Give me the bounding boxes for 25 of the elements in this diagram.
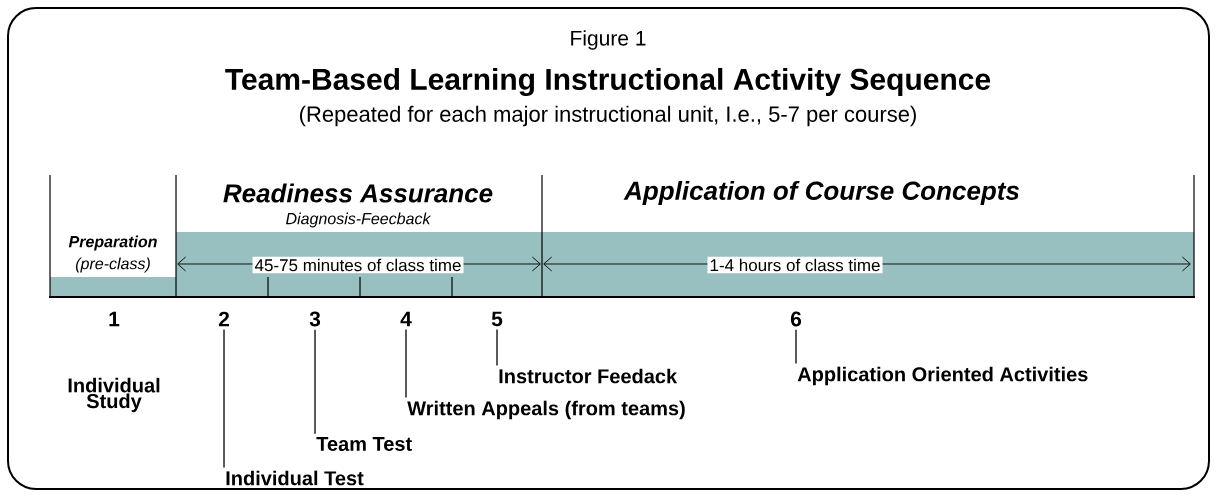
- leader-line: [496, 328, 498, 367]
- figure-label: Figure 1: [571, 30, 646, 50]
- activity-label: Instructor Feedack: [499, 368, 678, 384]
- subtitle: (Repeated for each major instructional unit, I.e., 5-7 per course): [300, 105, 916, 127]
- leader-line: [314, 329, 316, 435]
- step-number: 3: [309, 311, 321, 327]
- activity-label: Team Test: [316, 437, 412, 451]
- activity-label: Individual Study: [68, 377, 160, 413]
- step-number: 1: [109, 311, 120, 327]
- step-number: 2: [218, 311, 229, 327]
- activity-label: Individual Test: [226, 470, 364, 486]
- activity-label: Application Oriented Activities: [797, 366, 1088, 386]
- phase-label: (pre-class): [76, 257, 150, 273]
- leader-line: [223, 328, 225, 469]
- phase-label: Diagnosis-Feecback: [286, 212, 432, 228]
- step-number: 6: [790, 311, 802, 327]
- leader-line: [795, 329, 797, 365]
- leader-line: [405, 328, 407, 399]
- title: Team-Based Learning Instructional Activity Sequence: [225, 67, 991, 97]
- phase-label: Preparation: [68, 235, 157, 251]
- step-number: 4: [400, 311, 412, 327]
- phase-label: Application of Course Concepts: [623, 180, 1019, 206]
- step-number: 5: [491, 311, 503, 327]
- phase-label: Readiness Assurance: [223, 183, 493, 203]
- activity-label: Written Appeals (from teams): [407, 400, 685, 420]
